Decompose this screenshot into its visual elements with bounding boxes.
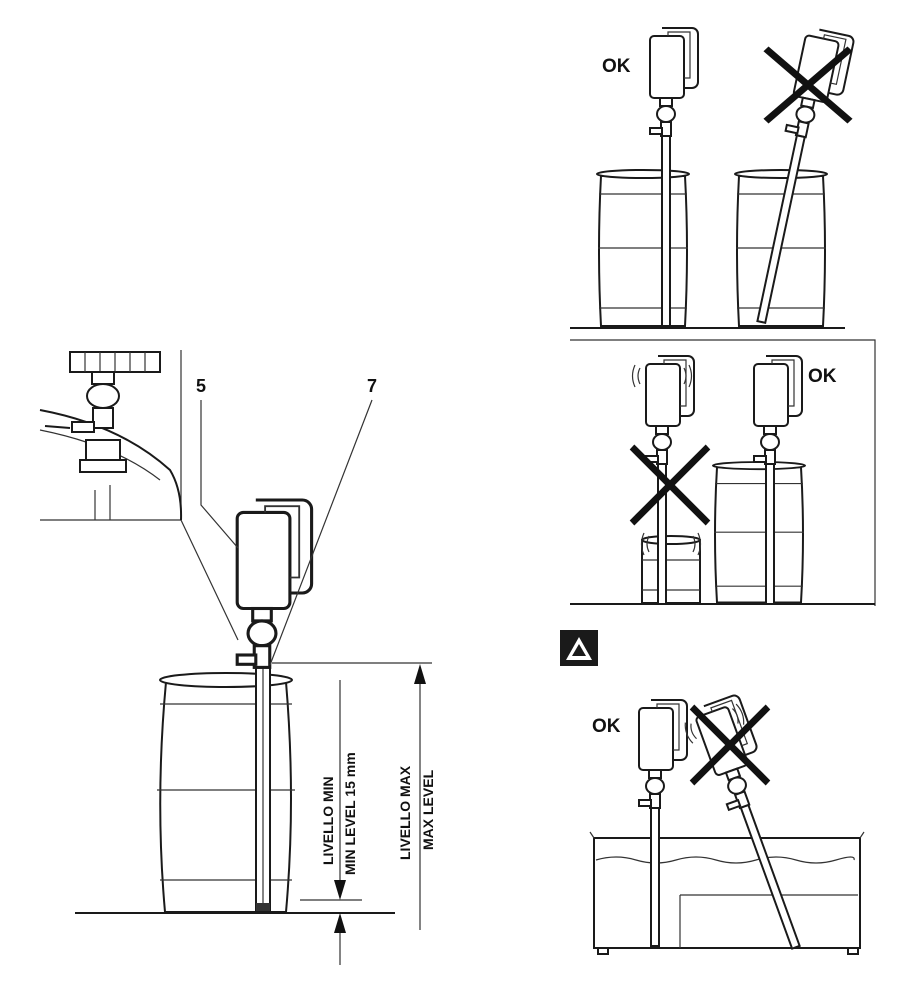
min-level-label-en: MIN LEVEL 15 mm [342, 752, 358, 875]
callout-5-leader [200, 400, 239, 549]
max-level-label-en: MAX LEVEL [420, 769, 436, 850]
detail-inset [39, 350, 239, 641]
callout-7: 7 [367, 376, 377, 396]
callout-5: 5 [196, 376, 206, 396]
callout-7-leader [269, 399, 373, 666]
min-level-label-it: LIVELLO MIN [320, 776, 336, 865]
pump-tube [255, 649, 271, 913]
level-dimensions [272, 662, 432, 965]
ok-label: OK [808, 366, 837, 387]
main-installation-figure: 5 7 LIVELLO MIN MIN LEVEL 15 mm LIVELLO … [39, 350, 436, 965]
wrong-x-icon [632, 447, 708, 523]
barrel [157, 672, 295, 913]
pump-motor [235, 498, 314, 669]
panel-stable-container: OK [570, 339, 876, 606]
panel-vertical-mounting: OK [570, 26, 856, 329]
panel-tank: OK [589, 692, 865, 955]
warning-triangle-icon [560, 630, 598, 666]
max-level-label-it: LIVELLO MAX [397, 765, 413, 860]
ok-label: OK [592, 716, 621, 737]
ok-label: OK [602, 56, 631, 77]
